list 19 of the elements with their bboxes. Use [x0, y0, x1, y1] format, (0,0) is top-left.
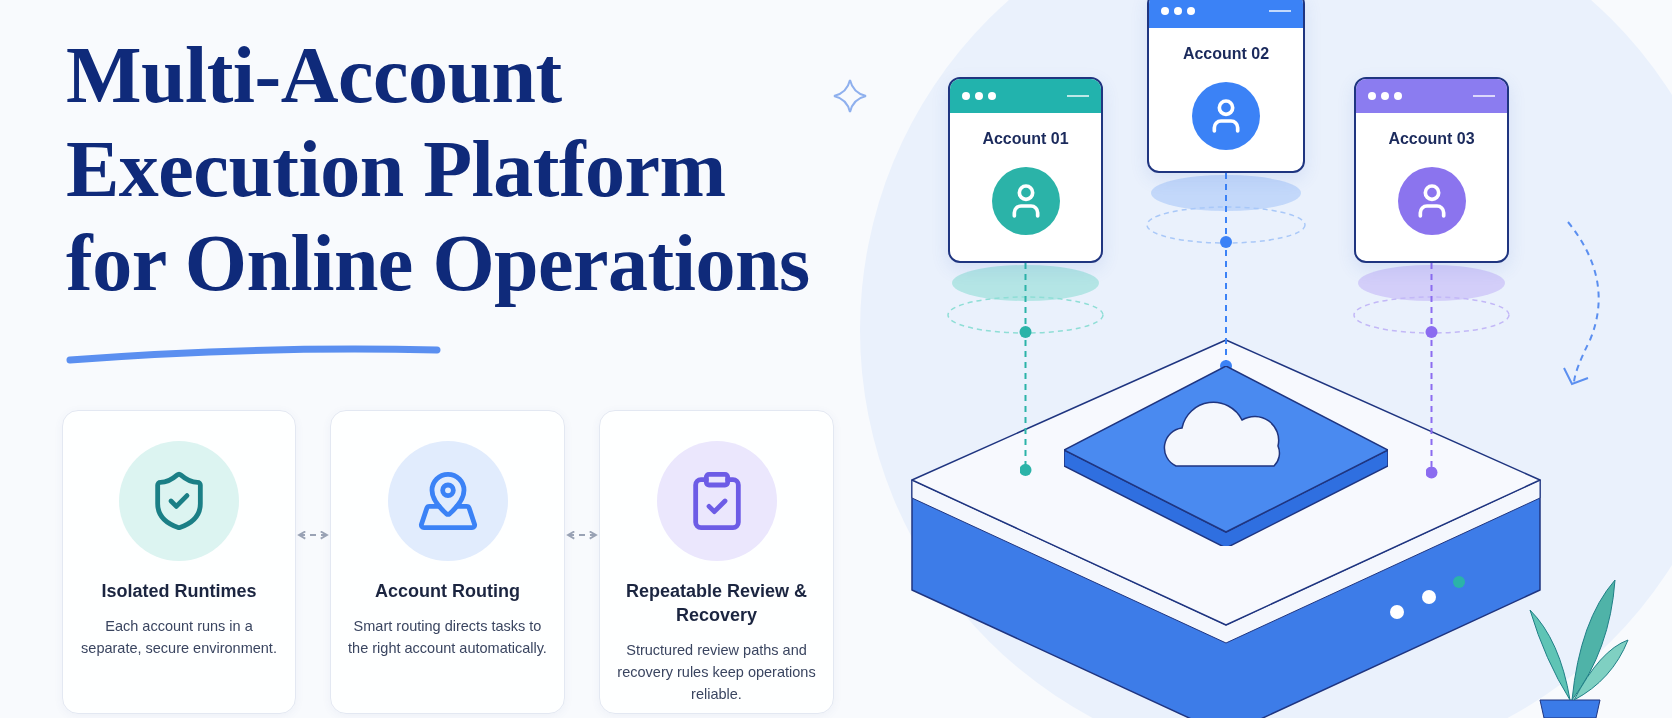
cloud-tile [1064, 366, 1388, 546]
card-description: Structured review paths and recovery rules keep operations reliable. [616, 641, 817, 704]
account-window [1354, 77, 1509, 263]
feature-card [330, 410, 565, 714]
card-title: Account Routing [375, 580, 520, 603]
feature-card [62, 410, 296, 714]
card-description: Each account runs in a separate, secure environment. [80, 617, 278, 658]
page-title: Multi-Account Execution Platform for Online Operations [66, 30, 811, 309]
account-window [948, 77, 1103, 263]
card-title: Repeatable Review & Recovery [624, 580, 809, 627]
card-title: Isolated Runtimes [101, 580, 257, 603]
account-label: Account 01 [981, 129, 1070, 149]
card-description: Smart routing directs tasks to the right account automatically. [347, 617, 548, 658]
account-label: Account 02 [1181, 44, 1271, 64]
account-window [1147, 0, 1305, 173]
double-arrow [298, 530, 328, 540]
account-label: Account 03 [1387, 129, 1476, 149]
feature-card [599, 410, 834, 714]
double-arrow [567, 530, 597, 540]
